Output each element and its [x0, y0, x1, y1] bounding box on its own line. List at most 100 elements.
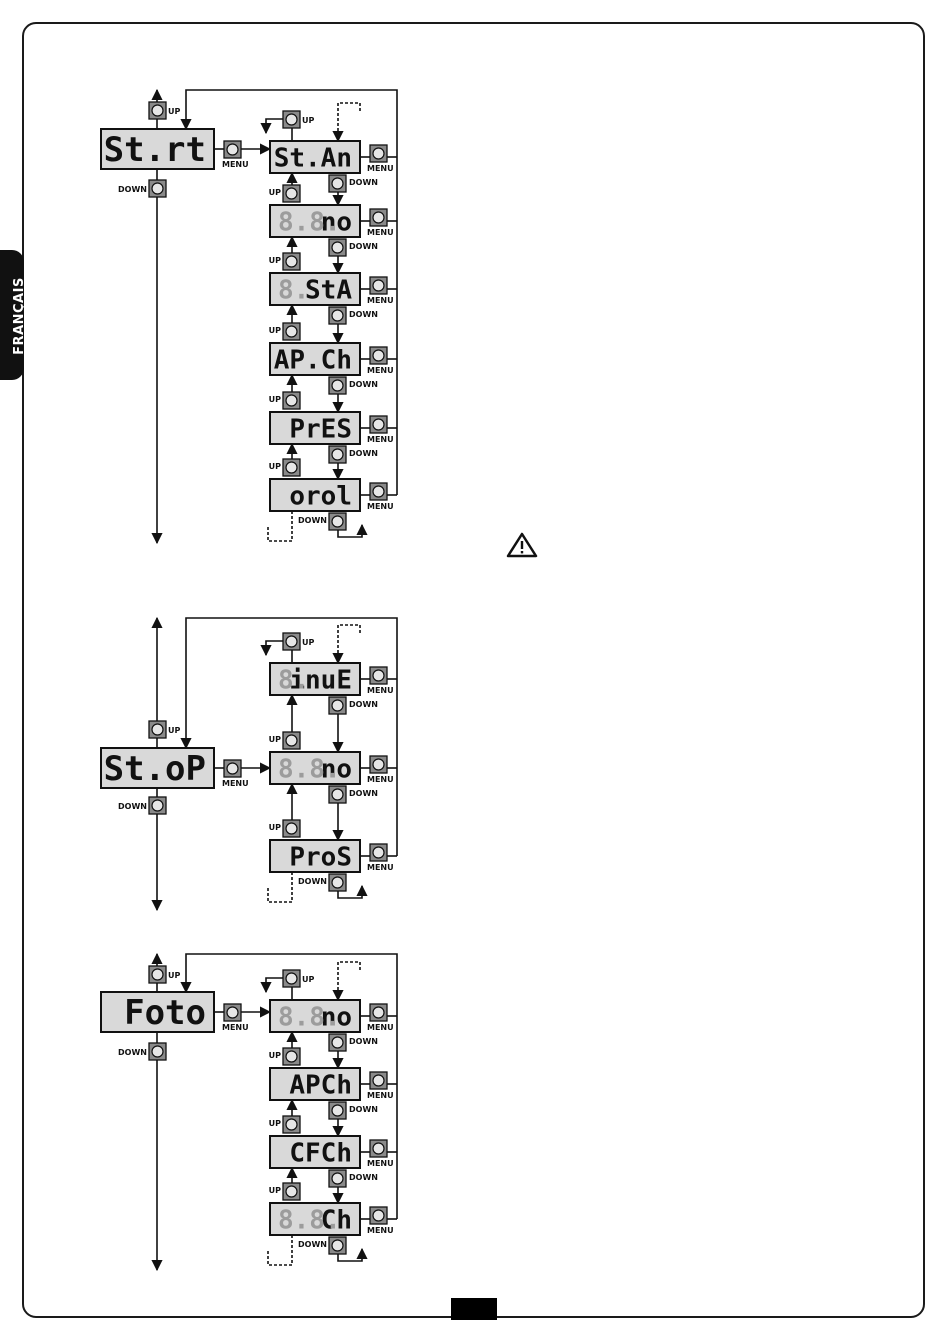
option-menu-button[interactable]: MENU [367, 208, 394, 237]
lcd-text: StA [305, 275, 352, 305]
lcd-unlit-digits: 8.8. [278, 207, 341, 237]
lcd-text: orol [289, 481, 352, 511]
option-down-button[interactable]: DOWN [328, 238, 378, 257]
lcd-frame [269, 272, 361, 306]
option-up-button[interactable]: UP [269, 731, 301, 750]
lcd-unlit-digits: 8. [278, 275, 309, 305]
connector-line [332, 624, 361, 665]
lcd-frame [269, 1135, 361, 1169]
option-down-button-label: DOWN [298, 1240, 327, 1249]
option-display-3: CFCh [269, 1135, 361, 1169]
connector-line [332, 102, 361, 143]
button-circle-icon [372, 1074, 385, 1087]
option-down-button[interactable]: DOWN [328, 1169, 378, 1188]
option-down-button[interactable]: DOWN [328, 1101, 378, 1120]
option-menu-button[interactable]: MENU [367, 346, 394, 375]
option-menu-button[interactable]: MENU [367, 1003, 394, 1032]
button-circle-icon [331, 1172, 344, 1185]
lcd-unlit-digits: 8.8. [278, 754, 341, 784]
option-up-button[interactable]: UP [269, 1182, 301, 1201]
menu-diagram-2: St.oPUPDOWNMENUUPinuE8.MENUDOWNUPno8.8.M… [100, 616, 398, 912]
option-up-button[interactable]: UP [282, 632, 314, 651]
connector-line [267, 872, 293, 903]
menu-button-label: MENU [222, 1023, 249, 1032]
option-up-button[interactable]: UP [269, 184, 301, 203]
up-button[interactable]: UP [148, 965, 180, 984]
option-up-button[interactable]: UP [269, 252, 301, 271]
option-up-button[interactable]: UP [269, 391, 301, 410]
option-menu-button-label: MENU [367, 1023, 394, 1032]
option-menu-button[interactable]: MENU [367, 1139, 394, 1168]
option-down-button[interactable]: DOWN [328, 445, 378, 464]
option-menu-button[interactable]: MENU [367, 1071, 394, 1100]
lcd-text: no [321, 754, 352, 784]
option-up-button[interactable]: UP [269, 458, 301, 477]
up-button-label: UP [168, 971, 180, 980]
warning-triangle-icon [506, 532, 538, 558]
lcd-frame [269, 478, 361, 512]
button-circle-icon [285, 734, 298, 747]
up-button[interactable]: UP [148, 101, 180, 120]
option-down-button-label: DOWN [349, 449, 378, 458]
button-circle-icon [331, 177, 344, 190]
option-up-button[interactable]: UP [269, 819, 301, 838]
button-circle-icon [372, 846, 385, 859]
option-down-button[interactable]: DOWN [328, 306, 378, 325]
option-down-button[interactable]: DOWN [298, 1236, 347, 1255]
page-number-block [451, 1298, 497, 1320]
option-menu-button[interactable]: MENU [367, 144, 394, 173]
option-menu-button[interactable]: MENU [367, 415, 394, 444]
down-button[interactable]: DOWN [118, 179, 167, 198]
option-down-button[interactable]: DOWN [328, 1033, 378, 1052]
button-circle-icon [331, 699, 344, 712]
option-menu-button[interactable]: MENU [367, 666, 394, 695]
option-menu-button-label: MENU [367, 775, 394, 784]
option-down-button[interactable]: DOWN [328, 785, 378, 804]
option-menu-button[interactable]: MENU [367, 843, 394, 872]
up-button[interactable]: UP [148, 720, 180, 739]
button-circle-icon [285, 1050, 298, 1063]
lcd-text: ProS [289, 842, 352, 872]
option-display-1: no8.8. [269, 999, 361, 1033]
option-up-button[interactable]: UP [269, 1047, 301, 1066]
option-menu-button[interactable]: MENU [367, 276, 394, 305]
main-parameter-display: St.rt [100, 128, 215, 170]
lcd-text: no [321, 1002, 352, 1032]
option-display-1: St.An [269, 140, 361, 174]
option-up-button-label: UP [269, 188, 281, 197]
option-menu-button[interactable]: MENU [367, 755, 394, 784]
option-down-button[interactable]: DOWN [328, 696, 378, 715]
option-display-2: no8.8. [269, 204, 361, 238]
option-up-button-label: UP [302, 116, 314, 125]
option-display-4: Ch8.8. [269, 1202, 361, 1236]
option-up-button[interactable]: UP [282, 110, 314, 129]
option-down-button[interactable]: DOWN [328, 376, 378, 395]
button-circle-icon [372, 485, 385, 498]
connector-line [332, 961, 361, 1002]
option-up-button-label: UP [269, 735, 281, 744]
option-down-button[interactable]: DOWN [328, 174, 378, 193]
menu-button[interactable]: MENU [222, 140, 249, 169]
option-up-button[interactable]: UP [269, 1115, 301, 1134]
option-menu-button[interactable]: MENU [367, 482, 394, 511]
option-menu-button-label: MENU [367, 366, 394, 375]
option-up-button[interactable]: UP [282, 969, 314, 988]
button-circle-icon [151, 723, 164, 736]
down-button[interactable]: DOWN [118, 796, 167, 815]
option-menu-button-label: MENU [367, 296, 394, 305]
button-circle-icon [226, 762, 239, 775]
button-circle-icon [151, 104, 164, 117]
option-down-button[interactable]: DOWN [298, 873, 347, 892]
menu-button[interactable]: MENU [222, 759, 249, 788]
option-menu-button-label: MENU [367, 686, 394, 695]
option-display-3: ProS [269, 839, 361, 873]
connector-line [260, 640, 283, 657]
menu-button[interactable]: MENU [222, 1003, 249, 1032]
option-up-button[interactable]: UP [269, 322, 301, 341]
option-down-button[interactable]: DOWN [298, 512, 347, 531]
down-button[interactable]: DOWN [118, 1042, 167, 1061]
button-circle-icon [331, 448, 344, 461]
option-menu-button[interactable]: MENU [367, 1206, 394, 1235]
